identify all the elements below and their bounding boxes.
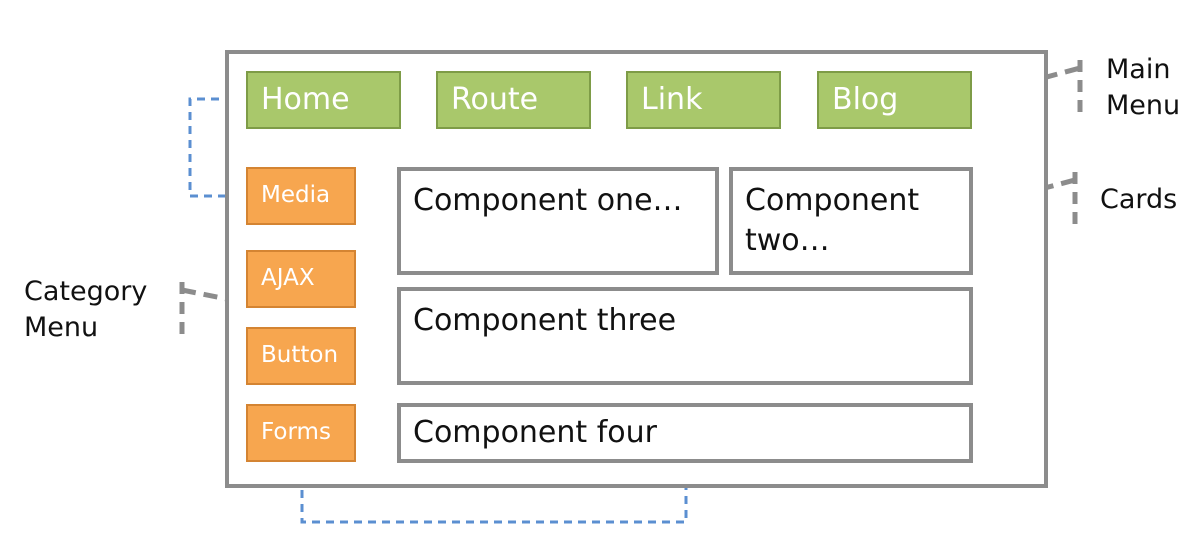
card-component-two: Component two… <box>729 167 973 275</box>
main-menu-annotation: Main Menu <box>1106 52 1180 124</box>
category-menu-annotation-line2: Menu <box>24 312 99 343</box>
forms-component-four-connector <box>300 462 688 524</box>
home-media-connector <box>188 97 247 198</box>
card-component-three: Component three <box>397 287 973 385</box>
category-menu-annotation-line1: Category <box>24 276 148 307</box>
category-button-button[interactable]: Button <box>246 327 356 385</box>
card-component-three-text: Component three <box>413 303 677 338</box>
card-component-one: Component one… <box>397 167 719 275</box>
main-menu-annotation-line2: Menu <box>1106 90 1181 121</box>
main-menu-route-label: Route <box>451 82 539 117</box>
category-ajax-button[interactable]: AJAX <box>246 250 356 308</box>
main-menu-annotation-line1: Main <box>1106 54 1171 85</box>
category-media-label: Media <box>261 182 331 208</box>
card-component-four-text: Component four <box>413 415 657 450</box>
category-forms-label: Forms <box>261 419 331 445</box>
main-menu-blog-label: Blog <box>832 82 899 117</box>
card-component-four: Component four <box>397 403 973 463</box>
card-component-two-text: Component two… <box>745 183 920 258</box>
category-menu-annotation: Category Menu <box>24 274 147 346</box>
card-component-one-text: Component one… <box>413 183 683 218</box>
main-menu-route-button[interactable]: Route <box>436 71 591 129</box>
category-button-label: Button <box>261 342 339 368</box>
main-menu-blog-button[interactable]: Blog <box>817 71 972 129</box>
main-menu-home-button[interactable]: Home <box>246 71 401 129</box>
main-menu-link-label: Link <box>641 82 703 117</box>
category-media-button[interactable]: Media <box>246 167 356 225</box>
category-forms-button[interactable]: Forms <box>246 404 356 462</box>
main-menu-home-label: Home <box>261 82 350 117</box>
cards-annotation: Cards <box>1100 182 1177 218</box>
cards-annotation-text: Cards <box>1100 184 1178 215</box>
main-menu-link-button[interactable]: Link <box>626 71 781 129</box>
category-ajax-label: AJAX <box>261 265 315 291</box>
